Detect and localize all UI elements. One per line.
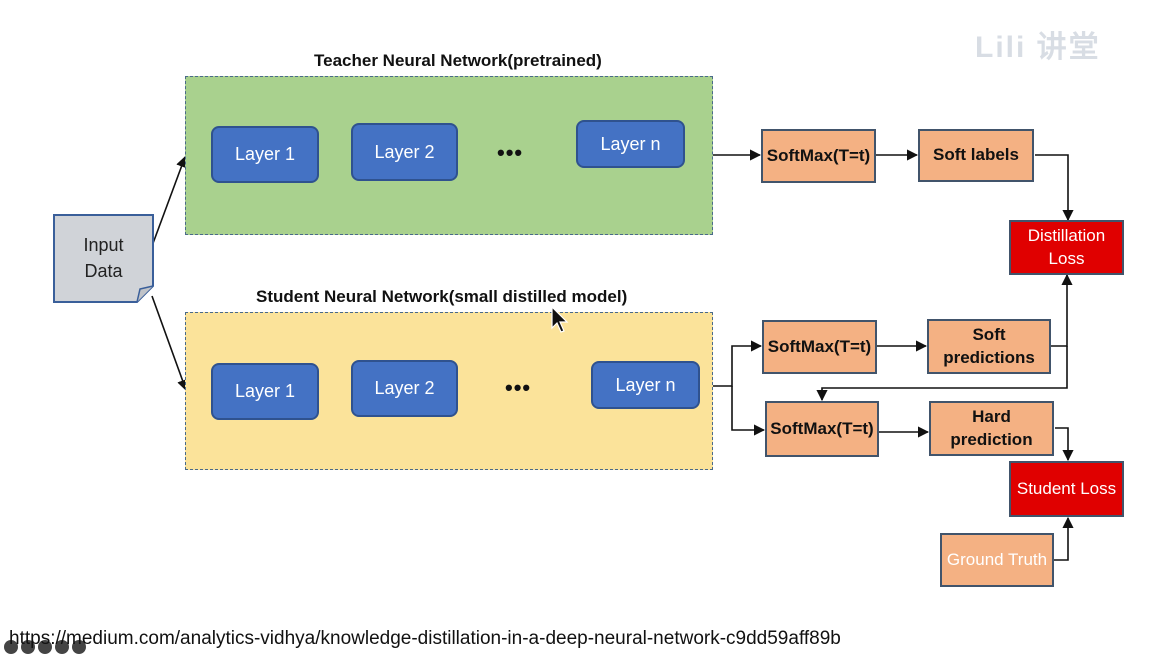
student-softmax-hard-box: SoftMax(T=t) [765, 401, 879, 457]
teacher-layer-2: Layer 2 [351, 123, 458, 181]
hard-prediction-box: Hard prediction [929, 401, 1054, 456]
watermark-logo: Lili 讲堂 [975, 31, 1101, 64]
input-data-note: Input Data [53, 214, 154, 303]
student-network-title: Student Neural Network(small distilled m… [256, 287, 628, 306]
input-data-label: Input Data [83, 235, 124, 281]
arrow-hardpred-studentloss [1055, 427, 1074, 462]
arrow-softlabels-distill [1035, 154, 1074, 222]
student-ellipsis: ••• [505, 375, 532, 400]
soft-predictions-box: Soft predictions [927, 319, 1051, 374]
teacher-network-title: Teacher Neural Network(pretrained) [314, 51, 602, 70]
note-shape [53, 214, 154, 303]
mouse-cursor-icon [551, 306, 569, 333]
player-controls[interactable] [4, 640, 86, 654]
pen-icon[interactable] [21, 640, 35, 654]
source-url: https://medium.com/analytics-vidhya/know… [9, 628, 841, 649]
arrow-groundtruth-studentloss [1054, 516, 1074, 561]
distillation-loss-box: Distillation Loss [1009, 220, 1124, 275]
prev-icon[interactable] [4, 640, 18, 654]
student-layer-n: Layer n [591, 361, 700, 409]
soft-labels-box: Soft labels [918, 129, 1034, 182]
student-loss-box: Student Loss [1009, 461, 1124, 517]
more-icon[interactable] [55, 640, 69, 654]
teacher-layer-n: Layer n [576, 120, 685, 168]
student-softmax-soft-box: SoftMax(T=t) [762, 320, 877, 374]
arrow-input-teacher [151, 155, 187, 247]
teacher-ellipsis: ••• [497, 140, 524, 165]
arrow-input-student [151, 295, 188, 392]
arrow-softpred-softmax2 [816, 346, 1068, 402]
teacher-layer-1: Layer 1 [211, 126, 319, 183]
student-layer-2: Layer 2 [351, 360, 458, 417]
arrow-softpred-distill [1051, 273, 1073, 347]
arrow-s-ln-softmax1 [700, 340, 763, 387]
arrow-s-ln-softmax2 [731, 386, 766, 436]
ground-truth-box: Ground Truth [940, 533, 1054, 587]
student-layer-1: Layer 1 [211, 363, 319, 420]
next-icon[interactable] [72, 640, 86, 654]
slides-icon[interactable] [38, 640, 52, 654]
teacher-softmax-box: SoftMax(T=t) [761, 129, 876, 183]
